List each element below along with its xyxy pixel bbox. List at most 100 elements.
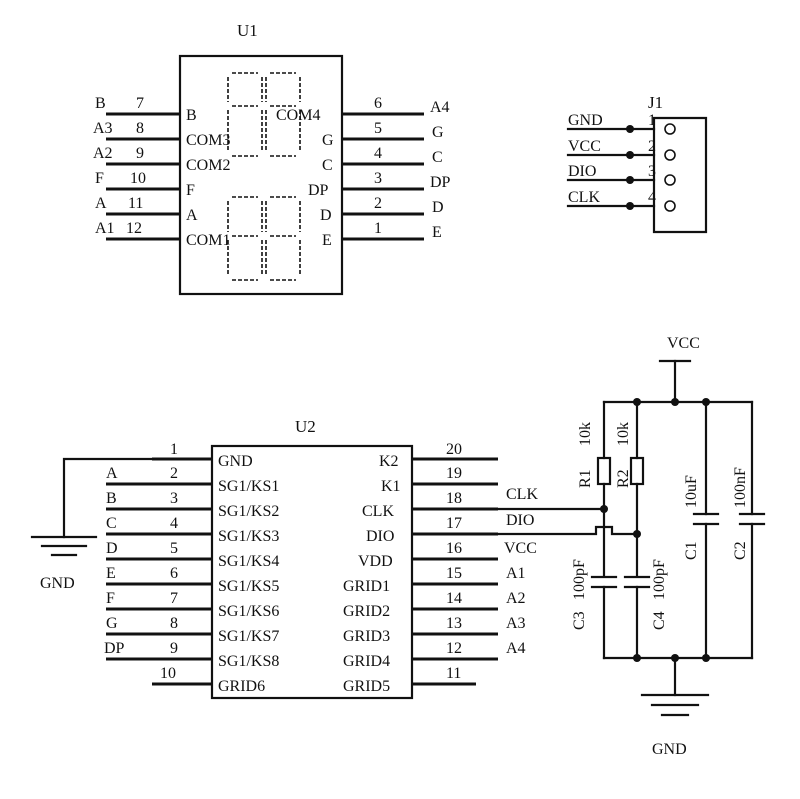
u2-right-num-1: 19 [446,465,462,482]
u2-ref: U2 [295,417,316,436]
j1-num-1: 2 [648,138,656,155]
u1-right-name-0: COM4 [276,107,320,124]
j1-num-0: 1 [648,112,656,129]
u1-left-name-4: A [186,207,198,224]
u2-left-num-8: 9 [170,640,178,657]
u1-digit-bottom [227,196,301,281]
u2-right-num-6: 14 [446,590,462,607]
j1-ref: J1 [648,93,663,112]
c1-value: 10uF [683,475,700,508]
u2-right-pin-2: CLK 18 CLK [362,486,538,520]
u2-right-name-7: GRID3 [343,628,390,645]
u2-right-net-3: DIO [506,512,534,529]
u2-left-pin-8: DP 9 SG1/KS8 [104,640,279,670]
u2-right-pin-3: DIO 17 DIO [366,512,534,545]
c1-ref: C1 [683,541,700,560]
u2-right-name-6: GRID2 [343,603,390,620]
u2-right-net-2: CLK [506,486,538,503]
u1-left-num-1: 8 [136,120,144,137]
u1-right-num-1: 5 [374,120,382,137]
resistor-r1: R1 10k [577,400,612,578]
u2-left-net-1: A [106,465,118,482]
c3-value: 100pF [571,559,588,600]
u1-right-name-1: G [322,132,334,149]
u2-left-net-4: D [106,540,118,557]
u2-left-num-1: 2 [170,465,178,482]
j1-pin-1: VCC 2 [566,138,676,161]
c3-ref: C3 [571,611,588,630]
u2-left-net-5: E [106,565,116,582]
u2-driver-ic: U2 1 GND A 2 SG1/KS1 B 3 SG1/KS2 C 4 SG1… [104,417,538,700]
u2-right-pin-4: VDD 16 VCC [358,540,537,570]
u1-left-pin-1: A3 8 COM3 [93,120,230,149]
u2-left-name-7: SG1/KS7 [218,628,279,645]
u1-left-net-2: A2 [93,145,113,162]
u2-right-name-4: VDD [358,553,393,570]
u2-right-pin-9: GRID5 11 [343,665,476,695]
u2-left-pin-1: A 2 SG1/KS1 [106,465,279,495]
u2-right-pin-8: GRID4 12 A4 [343,640,526,670]
u1-right-pin-3: DP 3 DP [308,170,451,199]
u2-left-name-5: SG1/KS5 [218,578,279,595]
u1-right-pin-4: D 2 D [320,195,444,224]
u1-right-pin-1: G 5 G [322,120,444,149]
u2-right-pin-6: GRID2 14 A2 [343,590,526,620]
u1-right-net-4: D [432,199,444,216]
u2-right-name-5: GRID1 [343,578,390,595]
u2-left-pin-9: 10 GRID6 [152,665,265,695]
u2-left-net-2: B [106,490,117,507]
u2-left-num-6: 7 [170,590,178,607]
u1-left-name-1: COM3 [186,132,230,149]
u2-right-net-8: A4 [506,640,526,657]
u2-left-net-8: DP [104,640,125,657]
u2-left-name-3: SG1/KS3 [218,528,279,545]
u2-left-name-9: GRID6 [218,678,265,695]
j1-net-1: VCC [568,138,601,155]
u1-right-name-2: C [322,157,333,174]
u2-right-name-0: K2 [379,453,399,470]
capacitor-c3: C3 100pF [571,559,618,660]
u1-right-name-3: DP [308,182,329,199]
u1-right-net-2: C [432,149,443,166]
u2-body [210,444,414,700]
u1-left-name-2: COM2 [186,157,230,174]
u1-left-num-0: 7 [136,95,144,112]
u2-right-pin-1: K1 19 [381,465,498,495]
r2-ref: R2 [615,469,632,488]
u1-right-num-5: 1 [374,220,382,237]
u1-left-net-3: F [95,170,104,187]
u1-left-net-1: A3 [93,120,113,137]
u1-digit-top [227,72,301,157]
u2-right-num-5: 15 [446,565,462,582]
u1-right-net-1: G [432,124,444,141]
u2-right-num-3: 17 [446,515,462,532]
u1-left-name-3: F [186,182,195,199]
r1-ref: R1 [577,469,594,488]
u2-right-num-0: 20 [446,441,462,458]
u2-right-pin-7: GRID3 13 A3 [343,615,526,645]
u2-left-name-1: SG1/KS1 [218,478,279,495]
u2-left-num-4: 5 [170,540,178,557]
c4-ref: C4 [651,611,668,630]
u2-right-net-7: A3 [506,615,526,632]
u1-right-pin-5: E 1 E [322,220,442,249]
u1-left-num-2: 9 [136,145,144,162]
j1-net-3: CLK [568,189,600,206]
capacitor-c4: C4 100pF [623,559,668,660]
u2-right-num-9: 11 [446,665,461,682]
u1-body [178,54,344,296]
j1-pin-2: DIO 3 [566,163,676,186]
r1-value: 10k [577,422,594,446]
u2-right-num-2: 18 [446,490,462,507]
u1-left-net-4: A [95,195,107,212]
u2-left-pin-0: 1 GND [152,441,253,470]
c2-ref: C2 [732,541,749,560]
u1-right-num-2: 4 [374,145,382,162]
u2-left-pin-6: F 7 SG1/KS6 [106,590,279,620]
u1-left-pin-0: B 7 B [95,95,197,124]
vcc-label: VCC [667,335,700,352]
u2-left-pin-5: E 6 SG1/KS5 [106,565,279,595]
u1-ref: U1 [237,21,258,40]
u1-right-num-4: 2 [374,195,382,212]
u2-left-name-0: GND [218,453,253,470]
